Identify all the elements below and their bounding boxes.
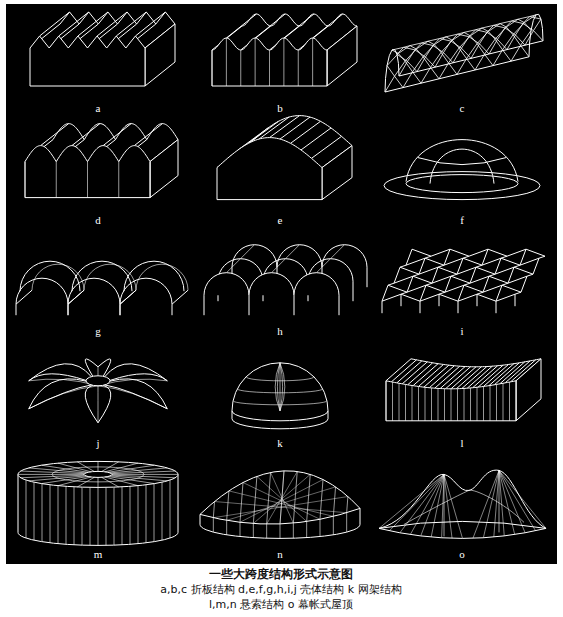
figure-letter: k bbox=[277, 437, 283, 449]
figure-letter: f bbox=[460, 214, 464, 226]
figure-letter: d bbox=[95, 214, 101, 226]
figure-letter: e bbox=[278, 214, 283, 226]
figure-letter: j bbox=[96, 437, 99, 449]
figure-letter: m bbox=[94, 548, 103, 560]
black-panel bbox=[6, 4, 557, 564]
grid-dome-k bbox=[232, 363, 328, 429]
tent-roof-o bbox=[379, 470, 546, 538]
figure-letter: c bbox=[460, 102, 465, 114]
dome-shell-f bbox=[384, 140, 540, 200]
caption-title: 一些大跨度结构形式示意图 bbox=[209, 568, 353, 581]
caption-note: l,m,n 悬索结构 o 幕帐式屋顶 bbox=[209, 598, 353, 611]
suspended-roof-l bbox=[386, 359, 541, 421]
folded-plate-b bbox=[212, 14, 357, 86]
vault-grid-h bbox=[204, 245, 367, 316]
dome-row-g bbox=[16, 261, 188, 315]
figure-letter: b bbox=[277, 102, 283, 114]
figure-letter: o bbox=[459, 548, 465, 560]
cable-drum-m bbox=[18, 461, 178, 545]
barrel-shells-d bbox=[25, 124, 178, 198]
saddle-cable-n bbox=[200, 471, 360, 539]
figure-letter: a bbox=[96, 102, 101, 114]
caption-note: a,b,c 折板结构 d,e,f,g,h,i,j 壳体结构 k 网架结构 bbox=[160, 583, 401, 596]
flower-shell-j bbox=[29, 359, 168, 423]
barrel-vault-e bbox=[217, 116, 352, 200]
figure-letter: h bbox=[277, 325, 283, 337]
figure-letter: l bbox=[460, 437, 463, 449]
figure-letter: i bbox=[460, 325, 463, 337]
figure-letter: n bbox=[277, 548, 283, 560]
figure-letter: g bbox=[95, 325, 101, 337]
folded-tube-c bbox=[385, 14, 543, 92]
hypar-grid-i bbox=[382, 249, 545, 313]
folded-plate-a bbox=[30, 12, 175, 86]
